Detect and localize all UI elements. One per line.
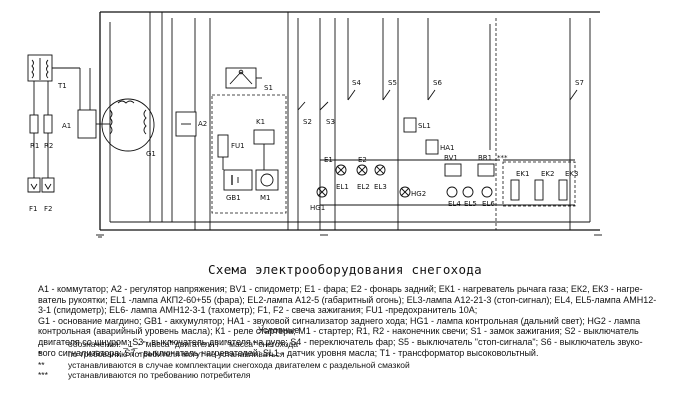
note-text: устанавливаются по требованию потребител…: [68, 369, 251, 380]
lights-e1-e2: E1 EL1 E2 EL2 EL3: [324, 156, 387, 191]
label-e2: E2: [358, 156, 367, 164]
note-item: *** устанавливаются по требованию потреби…: [38, 370, 410, 380]
label-ek2: EK2: [541, 170, 554, 178]
legend-line: контрольная (аварийный уровень масла); К…: [38, 326, 639, 337]
control-switches: S4 S5 S6 S7: [347, 79, 584, 101]
oil-sensor-sl1: [403, 117, 417, 133]
heater-ek1: [510, 179, 520, 201]
engine-switches: S2 S3: [297, 101, 335, 126]
legend-line: 3-1 (спидометр); EL6- лампа АМН12-3-1 (т…: [38, 305, 478, 316]
label-r1: R1: [30, 142, 39, 150]
spark-plug-f2: [41, 177, 55, 193]
speedometer-bv1: [444, 163, 462, 177]
label-ek3: EK3: [565, 170, 578, 178]
heater-ek3: [558, 179, 568, 201]
note-stars-three: ***: [497, 154, 508, 162]
label-el6: EL6: [482, 200, 495, 208]
label-f1: F1: [29, 205, 37, 213]
label-sl1: SL1: [418, 122, 431, 130]
label-gb1: GB1: [226, 194, 241, 202]
legend-line: двигателя со шнуром; S3 - выключатель дв…: [38, 336, 643, 347]
label-s3: S3: [326, 118, 335, 126]
commutator-a1: A1: [62, 68, 110, 139]
fuse-fu1: [217, 134, 229, 158]
note-item: * по требованию потребителя могут не уста…: [38, 349, 410, 359]
ground-symbols: [96, 234, 602, 238]
label-br1: BR1: [478, 154, 492, 162]
transformer-t1: T1: [27, 54, 80, 90]
label-el4: EL4: [448, 200, 461, 208]
indicator-lamps: HG1 HG2: [310, 186, 426, 212]
label-bv1: BV1: [444, 154, 458, 162]
resistor-r2: [43, 114, 53, 134]
label-a1: A1: [62, 122, 71, 130]
note-text: обозначения: _1_- "масса" двигателя i - …: [68, 339, 298, 349]
label-fu1: FU1: [231, 142, 245, 150]
instruments: BV1 EL4 EL5 BR1 *** EL6: [444, 154, 508, 208]
wiring-diagram: F1 F2 R1 R2 T1 A1 G1 A2 FU1: [27, 11, 602, 238]
note-mark: *: [38, 349, 42, 360]
diagram-title: Схема электрооборудования снегохода: [208, 262, 482, 277]
main-harness-lines: [99, 11, 600, 231]
label-s6: S6: [433, 79, 442, 87]
legend-line: G1 - основание магдино; GB1 - аккумулято…: [38, 315, 641, 326]
component-legend: А1 - коммутатор; А2 - регулятор напряжен…: [38, 284, 666, 358]
legend-line: вого сигнализатора; S7 - выключатель наг…: [38, 347, 539, 358]
horn-ha1: [425, 139, 439, 155]
oil-horn: SL1 HA1: [403, 117, 455, 155]
note-text: устанавливаются в случае комплектации сн…: [68, 359, 410, 370]
label-s7: S7: [575, 79, 584, 87]
label-ha1: HA1: [440, 144, 455, 152]
label-g1: G1: [146, 150, 156, 158]
note-mark: ***: [38, 369, 48, 380]
note-text: по требованию потребителя могут не устан…: [68, 349, 285, 360]
starter-m1: [255, 169, 279, 191]
label-f2: F2: [44, 205, 52, 213]
label-k1: K1: [256, 118, 265, 126]
label-el1: EL1: [336, 183, 349, 191]
ignition-switch-s1: S1: [225, 67, 273, 92]
label-m1: M1: [260, 194, 271, 202]
conditions-title: Условные: [258, 325, 300, 335]
label-el2: EL2: [357, 183, 370, 191]
note-mark: **: [38, 359, 45, 370]
legend-line: А1 - коммутатор; А2 - регулятор напряжен…: [38, 284, 643, 294]
label-s5: S5: [388, 79, 397, 87]
note-item: обозначения: _1_- "масса" двигателя i - …: [38, 339, 410, 349]
magneto-g1: G1: [101, 98, 156, 158]
label-hg2: HG2: [411, 190, 426, 198]
note-item: ** устанавливаются в случае комплектации …: [38, 360, 410, 370]
heater-ek2: [534, 179, 544, 201]
label-s2: S2: [303, 118, 312, 126]
tachometer-br1: [477, 163, 495, 177]
voltage-regulator-a2: A2: [175, 111, 207, 137]
notes-list: обозначения: _1_- "масса" двигателя i - …: [38, 339, 410, 380]
label-el5: EL5: [464, 200, 477, 208]
label-t1: T1: [57, 82, 67, 90]
label-hg1: HG1: [310, 204, 325, 212]
resistor-r1: [29, 114, 39, 134]
heaters: EK1 EK2 EK3: [502, 161, 578, 207]
label-ek1: EK1: [516, 170, 529, 178]
label-s1: S1: [264, 84, 273, 92]
spark-plug-f1: [27, 177, 41, 193]
label-s4: S4: [352, 79, 361, 87]
label-e1: E1: [324, 156, 333, 164]
label-el3: EL3: [374, 183, 387, 191]
label-a2: A2: [198, 120, 207, 128]
label-r2: R2: [44, 142, 53, 150]
legend-line: ватель рукоятки; EL1 -лампа АКП2-60+55 (…: [38, 294, 657, 305]
relay-k1: [253, 129, 275, 145]
starter-module: FU1 K1 GB1 M1: [211, 94, 287, 214]
